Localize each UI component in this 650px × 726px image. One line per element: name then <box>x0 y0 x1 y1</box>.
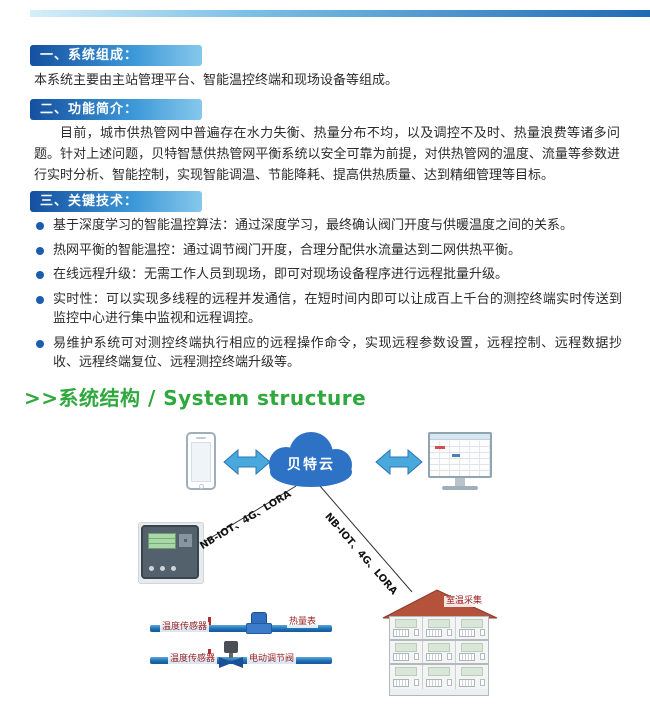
diagram-shapes <box>193 432 498 619</box>
monitor-toolbar <box>430 434 490 440</box>
controller-device <box>138 522 204 584</box>
key-technology-list: 基于深度学习的智能温控算法：通过深度学习，最终确认阀门开度与供暖温度之间的关系。… <box>34 216 622 378</box>
section-2-body: 目前，城市供热管网中普遍存在水力失衡、热量分布不均，以及调控不及时、热量浪费等诸… <box>34 126 620 183</box>
radiator-icon <box>426 679 442 687</box>
room-cell <box>423 665 456 689</box>
list-item-text: 易维护系统可对测控终端执行相应的远程操作命令，实现远程参数设置，远程控制、远程数… <box>53 335 622 371</box>
bullet-icon <box>36 295 44 304</box>
section-2-header: 二、功能简介： <box>30 99 202 120</box>
window <box>394 643 418 652</box>
room-cell <box>456 665 488 689</box>
phone-home-button <box>198 484 204 489</box>
valve-label: 电动调节阀 <box>247 654 297 665</box>
bullet-icon <box>36 246 44 255</box>
temp-sensor-label-bottom: 温度传感器 <box>168 654 218 665</box>
list-item: 实时性：可以实现多线程的远程并发通信，在短时间内即可以让成百上千台的测控终端实时… <box>34 290 622 329</box>
window <box>460 667 484 676</box>
room-cell <box>390 641 423 663</box>
list-item-text: 实时性：可以实现多线程的远程并发通信，在短时间内即可以让成百上千台的测控终端实时… <box>53 291 622 327</box>
radiator-icon <box>393 653 409 661</box>
monitor-accent-blue <box>452 454 460 457</box>
controller-keypad <box>179 534 192 547</box>
list-item: 基于深度学习的智能温控算法：通过深度学习，最终确认阀门开度与供暖温度之间的关系。 <box>34 216 622 236</box>
monitor-screen <box>428 432 492 478</box>
section-3-header: 三、关键技术： <box>30 191 202 212</box>
cloud-platform-label: 贝特云 <box>287 457 335 473</box>
room-cell <box>456 617 488 639</box>
window <box>427 619 451 628</box>
radiator-icon <box>393 679 409 687</box>
top-gradient-bar <box>30 10 650 17</box>
window <box>394 667 418 676</box>
window <box>460 619 484 628</box>
monitor-stand <box>455 478 465 486</box>
room-cell <box>390 665 423 689</box>
heat-meter-flange <box>246 623 272 634</box>
window <box>460 643 484 652</box>
monitor-icon <box>428 432 492 490</box>
radiator-icon <box>459 653 475 661</box>
radiator-icon <box>393 629 409 637</box>
controller-panel <box>141 525 199 579</box>
list-item: 热网平衡的智能温控：通过调节阀门开度，合理分配供水流量达到二网供热平衡。 <box>34 241 622 261</box>
room-cell <box>390 617 423 639</box>
thermostat-icon <box>414 679 419 686</box>
phone-icon <box>186 432 216 490</box>
heat-meter-label: 热量表 <box>287 617 319 628</box>
cloud-icon <box>269 432 352 487</box>
window <box>394 619 418 628</box>
cloud-monitor-arrow-icon <box>375 448 423 476</box>
list-item-text: 热网平衡的智能温控：通过调节阀门开度，合理分配供水流量达到二网供热平衡。 <box>53 242 522 258</box>
thermostat-icon <box>414 629 419 636</box>
thermostat-icon <box>480 629 485 636</box>
connector-line-right <box>319 485 413 593</box>
valve-actuator <box>224 641 238 653</box>
thermostat-icon <box>480 679 485 686</box>
temperature-sensor-icon <box>208 649 211 657</box>
building-floor <box>390 665 488 689</box>
phone-speaker <box>196 437 206 439</box>
room-cell <box>423 641 456 663</box>
thermostat-icon <box>447 629 452 636</box>
radiator-icon <box>426 653 442 661</box>
section-1-body: 本系统主要由主站管理平台、智能温控终端和现场设备等组成。 <box>34 73 399 88</box>
thermostat-icon <box>414 653 419 660</box>
connector-line-left <box>193 485 297 549</box>
controller-buttons <box>149 566 189 571</box>
building-floor <box>390 617 488 641</box>
bullet-icon <box>36 339 44 348</box>
room-cell <box>456 641 488 663</box>
thermostat-icon <box>480 653 485 660</box>
building-floor <box>390 641 488 665</box>
room-temp-label: 室温采集 <box>444 596 485 607</box>
bullet-icon <box>36 222 44 230</box>
supply-pipe <box>150 625 332 632</box>
list-item: 在线远程升级：无需工作人员到现场，即可对现场设备程序进行远程批量升级。 <box>34 265 622 285</box>
section-1-header: 一、系统组成： <box>30 45 202 66</box>
building-illustration <box>389 616 489 696</box>
window <box>427 643 451 652</box>
phone-cloud-arrow-icon <box>223 448 271 476</box>
electric-valve-icon <box>219 657 243 668</box>
temperature-sensor-icon <box>208 617 211 625</box>
phone-screen <box>191 442 211 482</box>
list-item-text: 在线远程升级：无需工作人员到现场，即可对现场设备程序进行远程批量升级。 <box>53 267 509 282</box>
valve-stem <box>229 653 233 658</box>
radiator-icon <box>426 629 442 637</box>
bullet-icon <box>36 271 44 279</box>
thermostat-icon <box>447 679 452 686</box>
system-structure-heading: >>系统结构 / System structure <box>24 386 367 410</box>
room-cell <box>423 617 456 639</box>
temp-sensor-label-top: 温度传感器 <box>160 622 210 633</box>
thermostat-icon <box>447 653 452 660</box>
system-structure-diagram: 贝特云 NB-IOT、4G、LORA NB-IOT、4G、LORA 温度传感器 … <box>0 420 650 720</box>
radiator-icon <box>459 679 475 687</box>
list-item: 易维护系统可对测控终端执行相应的远程操作命令，实现远程参数设置，远程控制、远程数… <box>34 334 622 373</box>
radiator-icon <box>459 629 475 637</box>
controller-lcd <box>148 533 176 549</box>
list-item-text: 基于深度学习的智能温控算法：通过深度学习，最终确认阀门开度与供暖温度之间的关系。 <box>53 218 574 233</box>
monitor-accent-red <box>435 446 445 449</box>
monitor-base <box>442 486 478 490</box>
window <box>427 667 451 676</box>
